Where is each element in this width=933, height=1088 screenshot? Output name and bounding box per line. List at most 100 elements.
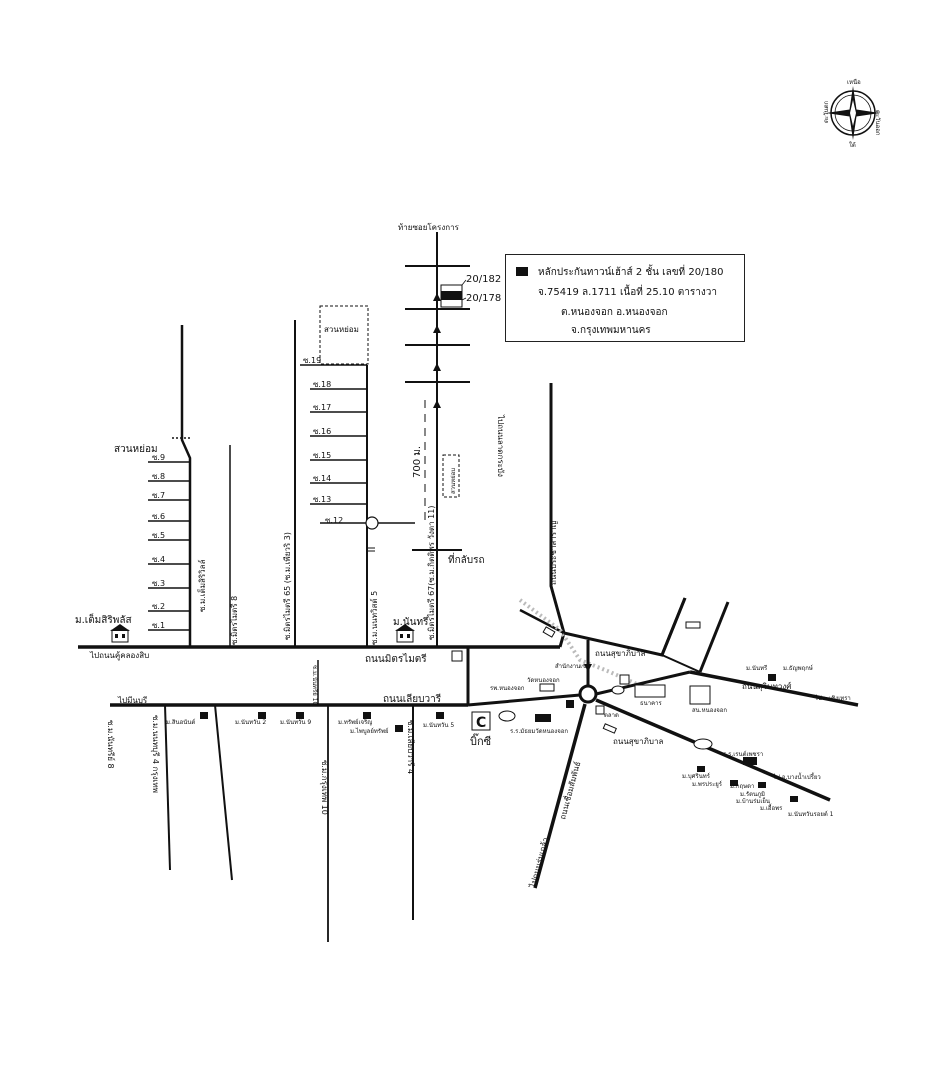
- village-6-label: ม.เอื้อพร: [760, 802, 783, 812]
- to-lat-krabang-label: ไปถนนลาดกระบัง: [496, 414, 505, 477]
- park-mid: [442, 454, 460, 498]
- village-icons-liabwari: [200, 712, 444, 732]
- soi-8-label: ซ.8: [152, 472, 165, 481]
- village-1-label: ม.บุศรินทร์: [682, 772, 711, 780]
- main-roundabout-icon: [578, 684, 598, 704]
- park-top: [319, 305, 369, 365]
- mitmaitri-road-label: ถนนมิตรไมตรี: [365, 653, 427, 665]
- compass-east-label: ตะวันออก: [874, 110, 881, 136]
- m-sapcharoen-label: ม.ทรัพย์เจริญ: [338, 718, 372, 726]
- nanthari-village-icon: [395, 624, 415, 643]
- m-nanthawan9-label: ม.นันทวัน 9: [280, 719, 311, 726]
- school-nongchok-label: ร.ร.มัธยมวัดหนองจอก: [510, 728, 568, 735]
- plot-20-178-label: 20/178: [466, 293, 501, 304]
- hospital-label: รพ.หนองจอก: [490, 685, 525, 692]
- temsiri-village-road: [180, 325, 192, 647]
- legend-line-1: หลักประกันทาวน์เฮ้าส์ 2 ชั้น เลขที่ 20/1…: [538, 267, 724, 278]
- soi-19-label: ซ.19: [303, 356, 321, 365]
- school-nongchok-icon: [535, 714, 551, 722]
- subject-property-marker: [441, 291, 462, 300]
- police-label: สน.หนองจอก: [692, 707, 727, 714]
- park-left-label: สวนหย่อม: [114, 444, 158, 455]
- bigc-logo-icon: C: [471, 711, 491, 731]
- suwinthawong-road-label: ถนนสุวินทวงศ์: [742, 681, 791, 691]
- park-top-label: สวนหย่อม: [324, 325, 359, 334]
- sukaphiban-road-label: ถนนสุขาภิบาล: [613, 737, 663, 746]
- nongchok-temple-label: วัดหนองจอก: [527, 677, 560, 684]
- prachasamran-road-label: ถนนประชาสำราญ: [549, 520, 558, 585]
- direction-arrow-icons: [433, 293, 441, 408]
- to-khu-khlong-sip-label: ไปถนนคู้คลองสิบ: [89, 651, 149, 661]
- m-nanthari-right-label: ม.นันทรี: [746, 664, 768, 672]
- compass-north-label: เหนือ: [847, 78, 861, 86]
- to-romklao-label: ไปถนนร่มเกล้า: [528, 837, 550, 890]
- village-5-label: ม.บ้านร่มเย็น: [736, 796, 770, 805]
- temsiri-village-road-label: ซ.ม.เต็มสิริวิลล์: [197, 559, 207, 612]
- project-road-cross-streets: [405, 265, 470, 551]
- soi-12-label: ซ.12: [325, 516, 343, 525]
- krungthep4-road-label: ซ.ม.นนทบุรี 4 กรุงเทพ: [151, 715, 160, 793]
- mitmaitri65-road-label: ซ.มิตรไมตรี 65 (ซ.ม.เพียวริ 3): [283, 532, 292, 640]
- roundabout-landmark-icons: [539, 674, 711, 715]
- to-chachoengsao-label: ไปฉะเชิงเทรา: [814, 694, 851, 702]
- village-icons-east: [697, 674, 798, 802]
- temsiri-plus-village-icon: [110, 624, 130, 643]
- soi-17-label: ซ.17: [313, 403, 331, 412]
- park-mid-label: สวนหย่อม: [450, 468, 457, 494]
- soi-14-label: ซ.14: [313, 474, 331, 483]
- soi-4-label: ซ.4: [152, 555, 165, 564]
- market-label: ตลาด: [604, 712, 619, 719]
- soi-9-label: ซ.9: [152, 453, 165, 462]
- distance-label: 700 ม.: [412, 446, 423, 478]
- compass-south-label: ใต้: [849, 141, 856, 149]
- liab-road-8: [164, 704, 171, 871]
- nanthawan5-road-label: ซ.ม.นนทวิสต์ 5: [369, 591, 379, 645]
- soi-2-label: ซ.2: [152, 602, 165, 611]
- m-nanthawan2-label: ม.นันทวัน 2: [235, 719, 266, 726]
- soi-5-label: ซ.5: [152, 531, 165, 540]
- plot-20-182-label: 20/182: [466, 274, 501, 285]
- gas-station-east-icon: [693, 738, 713, 750]
- village-3-label: ม.กฤษดา: [730, 783, 754, 790]
- project-end-label: ท้ายซอยโครงการ: [398, 222, 460, 232]
- m-phubsap-label: ม.ไพบูลย์ทรัพย์: [350, 727, 388, 735]
- compass-west-label: ตะวันตก: [823, 101, 830, 123]
- soi-15-label: ซ.15: [313, 451, 331, 460]
- canal: [518, 598, 651, 692]
- legend-line-3: ต.หนองจอก อ.หนองจอก: [561, 307, 668, 318]
- legend-line-2: จ.75419 ล.1711 เนื้อที่ 25.10 ตารางวา: [538, 287, 718, 298]
- soi-6-label: ซ.6: [152, 512, 165, 521]
- soi-7-label: ซ.7: [152, 491, 165, 500]
- sukkhaphiban-road-label: ถนนสุขาภิบาล: [595, 649, 645, 658]
- legend-property-swatch: [516, 267, 528, 276]
- chueam-samphan-road: [533, 703, 587, 889]
- village-2-label: ม.พรประยูร์: [692, 780, 723, 788]
- legend-box: หลักประกันทาวน์เฮ้าส์ 2 ชั้น เลขที่ 20/1…: [505, 254, 745, 342]
- to-bang-nam-priao-label: ไป อ.บางน้ำเปรี้ยว: [772, 771, 821, 781]
- mitmaitri8-road-label: ซ.มิตรไมตรี 8: [230, 596, 239, 645]
- soi-3-label: ซ.3: [152, 579, 165, 588]
- bigc-label: บิ๊กซี: [470, 733, 492, 748]
- svg-text:C: C: [476, 715, 486, 731]
- prachasamran-road: [549, 383, 566, 634]
- seven-eleven-icon: [451, 650, 463, 662]
- gas-station-icon: [498, 710, 516, 722]
- soi-13-label: ซ.13: [313, 495, 331, 504]
- mitmaitri67-road-label: ซ.มิตรไมตรี 67(ซ.ม.กิตติพร วังตา 11): [427, 506, 436, 640]
- to-minburi-label: ไปมีนบุรี: [117, 696, 148, 705]
- sukaphiban-southeast-road: [595, 698, 831, 802]
- m-nanthawan5-label: ม.นันทวัน 5: [423, 722, 454, 729]
- liabwari-road-label: ถนนเลียบวารี: [383, 693, 442, 705]
- liab4-road-label: ซ.ม.เลียบวารี 4: [406, 720, 415, 774]
- krungthep10-road-label: ซ.ม.กรุงเทพ 10: [320, 760, 329, 815]
- compass-rose-icon: เหนือ ใต้ ตะวันออก ตะวันตก: [823, 78, 881, 149]
- village-7-label: ม.นันทวันรอยต์ 1: [788, 810, 834, 818]
- liab-road-8-label: ซ.ม.นันทรีย์ 8: [106, 720, 116, 769]
- nanthari-village-label: ม.นันทรี: [393, 616, 429, 628]
- village-4-label: ม.รัตนภูมิ: [740, 791, 765, 798]
- uturn-label: ที่กลับรถ: [448, 552, 485, 566]
- temsiri-soi-stubs: [148, 437, 190, 631]
- m-sinpun-label: ม.สินอนันต์: [166, 718, 195, 726]
- soi-16-label: ซ.16: [313, 427, 331, 436]
- nanthari10-road-label: ซ.ม.นันทรีย์ 10: [311, 665, 319, 705]
